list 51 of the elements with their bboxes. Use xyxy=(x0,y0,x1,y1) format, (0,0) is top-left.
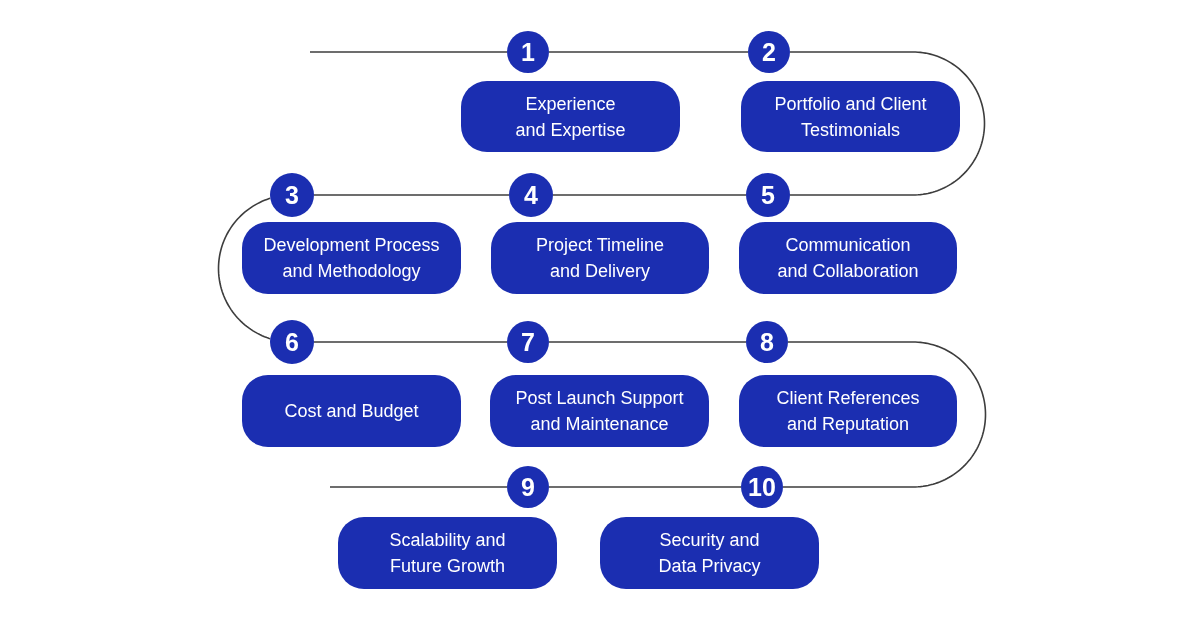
step-title: Communication and Collaboration xyxy=(776,234,920,283)
step-number: 6 xyxy=(285,329,299,355)
step-card xyxy=(461,81,680,152)
step-title: Cost and Budget xyxy=(284,400,419,423)
step-title: Experience and Expertise xyxy=(514,92,627,142)
connector-line xyxy=(548,341,747,343)
connector-line xyxy=(217,197,271,340)
step-number-circle xyxy=(507,31,549,73)
step-number: 10 xyxy=(748,474,776,500)
step-number-circle xyxy=(746,173,790,217)
step-card xyxy=(338,517,557,589)
step-number: 4 xyxy=(524,182,538,208)
connector-line xyxy=(309,51,508,53)
connector-line xyxy=(313,194,510,196)
step-number: 1 xyxy=(521,39,535,65)
connector-line xyxy=(782,341,987,488)
step-number: 9 xyxy=(521,474,535,500)
connector-line xyxy=(548,486,742,488)
step-title: Portfolio and Client Testimonials xyxy=(773,92,928,142)
step-title: Security and Data Privacy xyxy=(657,529,762,578)
step-number-circle xyxy=(507,466,549,508)
connector-line xyxy=(789,51,986,196)
step-card xyxy=(739,222,957,294)
step-title: Development Process and Methodology xyxy=(262,234,441,283)
step-title: Scalability and Future Growth xyxy=(388,529,507,578)
step-number-circle xyxy=(270,173,314,217)
step-card xyxy=(491,222,709,294)
step-card xyxy=(242,375,461,447)
step-number: 8 xyxy=(760,329,774,355)
step-title: Post Launch Support and Maintenance xyxy=(514,387,685,436)
connector-line xyxy=(329,486,508,488)
step-number-circle xyxy=(507,321,549,363)
step-number-circle xyxy=(741,466,783,508)
step-number: 7 xyxy=(521,329,535,355)
connector-line xyxy=(552,194,747,196)
step-card xyxy=(600,517,819,589)
step-number-circle xyxy=(270,320,314,364)
step-card xyxy=(741,81,960,152)
step-number-circle xyxy=(746,321,788,363)
step-card xyxy=(739,375,957,447)
step-title: Client References and Reputation xyxy=(775,387,921,436)
connector-line xyxy=(313,341,508,343)
step-number-circle xyxy=(748,31,790,73)
step-number-circle xyxy=(509,173,553,217)
step-number: 2 xyxy=(762,39,776,65)
step-card xyxy=(490,375,709,447)
step-number: 3 xyxy=(285,182,299,208)
connector-line xyxy=(548,51,749,53)
step-card xyxy=(242,222,461,294)
step-number: 5 xyxy=(761,182,775,208)
step-title: Project Timeline and Delivery xyxy=(534,234,666,283)
